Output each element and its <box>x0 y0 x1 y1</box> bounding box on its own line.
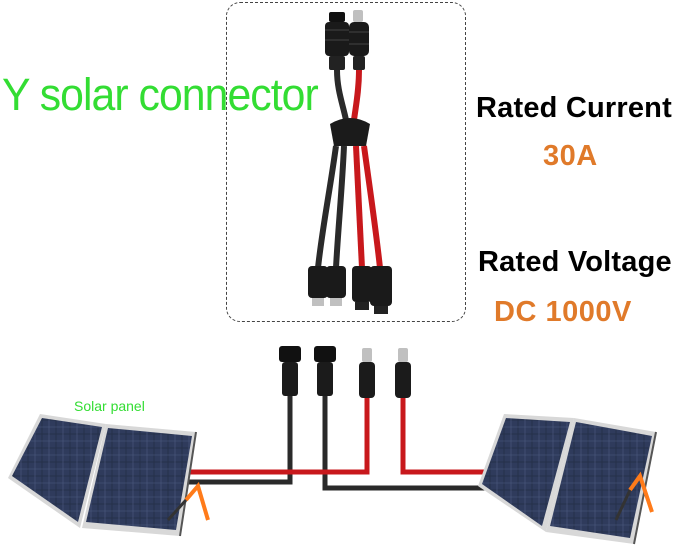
title: Y solar connector <box>2 69 319 120</box>
lower-plug-1 <box>279 346 301 396</box>
lower-plug-3 <box>359 348 375 398</box>
rated-current-label: Rated Current <box>476 92 672 124</box>
bottom-plug-3 <box>352 266 372 310</box>
bottom-plug-4 <box>370 266 392 314</box>
y-junction <box>330 118 370 146</box>
solar-panel-label: Solar panel <box>74 398 145 414</box>
lower-plug-2 <box>314 346 336 396</box>
y-connector-product <box>308 10 392 314</box>
rated-voltage-value: DC 1000V <box>494 296 632 328</box>
top-plug-black <box>325 12 349 70</box>
rated-voltage-label: Rated Voltage <box>478 246 672 278</box>
bottom-plug-2 <box>326 266 346 306</box>
product-frame <box>226 2 466 322</box>
wiring-diagram <box>170 346 510 491</box>
right-solar-panel <box>478 414 657 545</box>
top-plug-red <box>349 10 369 70</box>
left-solar-panel <box>8 414 210 537</box>
bottom-plug-1 <box>308 266 328 306</box>
rated-current-value: 30A <box>543 140 598 172</box>
lower-plug-4 <box>395 348 411 398</box>
